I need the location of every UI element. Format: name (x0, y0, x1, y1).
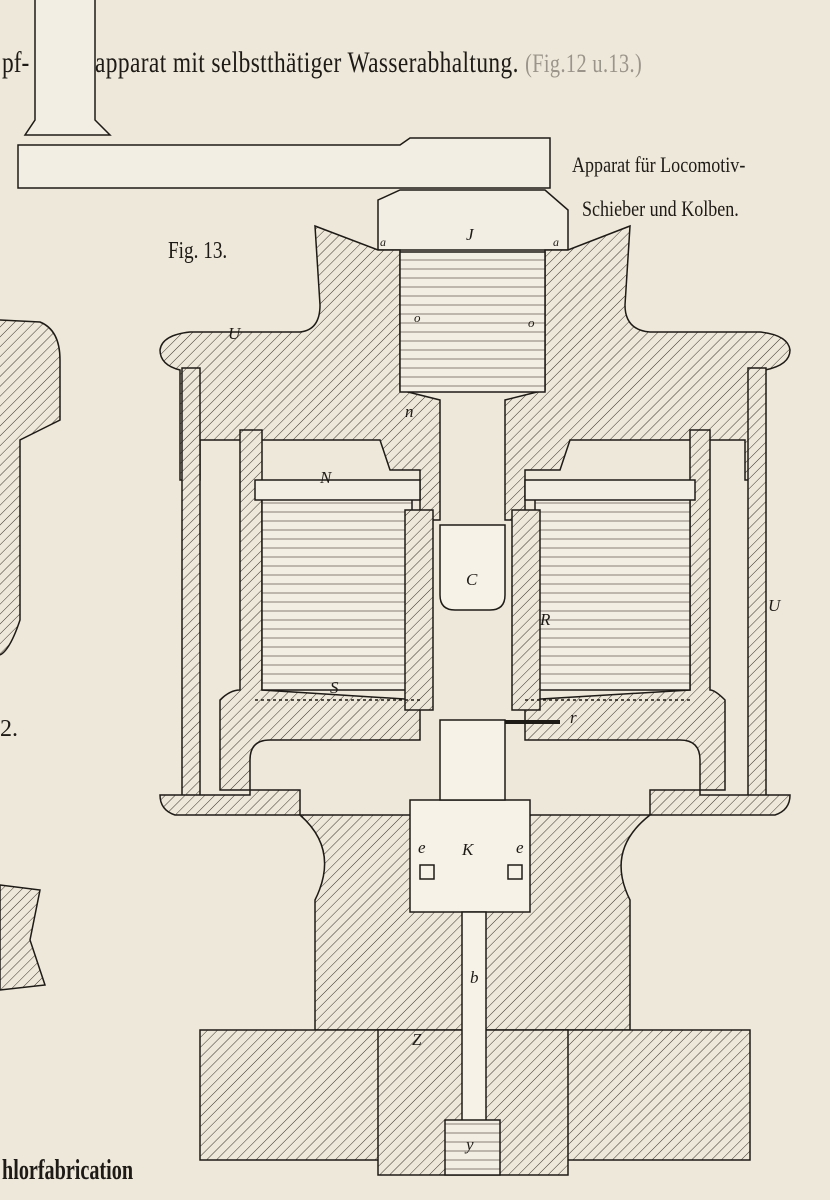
side-wall-left (181, 367, 201, 799)
lever (17, 137, 551, 189)
label-a-right: a (553, 235, 559, 249)
flange-left (199, 1029, 401, 1161)
chamber-left (261, 489, 413, 691)
lever-post (23, 0, 112, 136)
thread-o (399, 251, 546, 393)
valve-stem (439, 719, 506, 801)
column-left (404, 509, 434, 711)
column-right (511, 509, 541, 711)
label-U-left: U (228, 324, 241, 343)
label-e-left: e (418, 838, 426, 857)
label-a-left: a (380, 235, 386, 249)
title: apparat mit selbstthätiger Wasserabhaltu… (95, 46, 642, 80)
casing-right (524, 429, 791, 816)
flange-right (544, 1029, 751, 1161)
label-J: J (466, 225, 474, 244)
label-C: C (466, 570, 478, 589)
label-b: b (470, 968, 479, 987)
title-figref: (Fig.12 u.13.) (525, 49, 643, 78)
label-y: y (466, 1135, 474, 1154)
cup-C (439, 524, 506, 611)
chamber-right (534, 489, 691, 691)
bottom-caption: hlorfabrication (2, 1155, 134, 1186)
label-R: R (540, 610, 551, 629)
title-left-fragment: pf- (2, 46, 30, 79)
bore-b (461, 911, 487, 1123)
plate-R (524, 479, 696, 501)
label-n: n (405, 402, 414, 421)
label-o-left: o (414, 310, 421, 325)
fig12-fragment-lower (0, 884, 47, 991)
label-U-right: U (768, 596, 781, 615)
label-e-right: e (516, 838, 524, 857)
label-o-right: o (528, 315, 535, 330)
label-K: K (462, 840, 474, 859)
label-S: S (330, 678, 339, 697)
casing-left (159, 429, 421, 816)
fig12-label-fragment: 2. (0, 716, 18, 742)
fig-label: Fig. 13. (168, 238, 228, 264)
upper-body (159, 224, 441, 521)
subtitle-line2: Schieber und Kolben. (582, 196, 739, 221)
side-wall-right (747, 367, 767, 799)
label-Z: Z (412, 1030, 422, 1049)
fig12-fragment (0, 319, 61, 656)
label-r: r (570, 708, 577, 727)
valve-chamber-K (409, 799, 531, 913)
label-N: N (320, 468, 332, 487)
plug-y (444, 1119, 501, 1176)
plate-N (254, 479, 421, 501)
title-main: apparat mit selbstthätiger Wasserabhaltu… (95, 46, 519, 79)
subtitle-line1: Apparat für Locomotiv- (572, 152, 746, 177)
